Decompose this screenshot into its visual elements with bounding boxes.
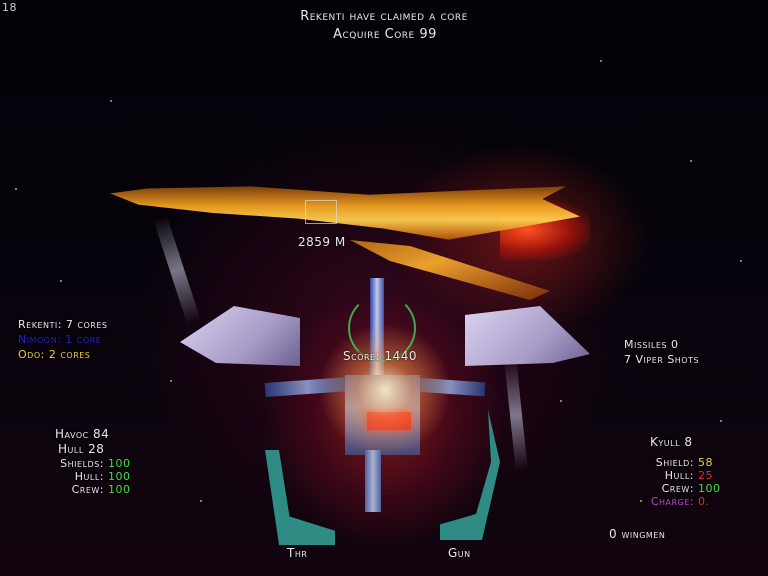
star (740, 260, 742, 262)
star (560, 400, 562, 402)
target-stat-hull: Hull:25 (664, 469, 713, 482)
message-line-1: Rekenti have claimed a core (300, 9, 468, 24)
player-hull-title: Hull 28 (58, 442, 105, 456)
star (200, 500, 202, 502)
targeting-ring-icon (348, 294, 416, 362)
player-ship-lower-mast (365, 450, 381, 512)
player-ship-fin-left (265, 450, 335, 545)
target-distance: 2859 M (298, 235, 346, 249)
fps-counter: 18 (2, 1, 17, 14)
wingmen-count: 0 wingmen (609, 527, 666, 541)
target-stat-shield: Shield:58 (655, 456, 713, 469)
star (15, 188, 17, 190)
star (640, 500, 642, 502)
stat-hull: Hull:100 (74, 470, 131, 483)
score: Score: 1440 (343, 349, 418, 363)
star (60, 280, 62, 282)
core-count-odo: Odo: 2 cores (18, 348, 91, 361)
missiles-count: Missiles 0 (624, 338, 679, 351)
stat-crew: Crew:100 (71, 483, 131, 496)
stat-shields: Shields:100 (60, 457, 131, 470)
target-reticle-icon (305, 200, 337, 224)
star (170, 380, 172, 382)
core-count-nimoon: Nimoon: 1 core (18, 333, 102, 346)
target-stat-charge: Charge:0. (650, 495, 710, 508)
light-beam (504, 359, 528, 471)
viper-shots-count: 7 Viper Shots (624, 353, 700, 366)
star (600, 60, 602, 62)
message-line-2: Acquire Core 99 (333, 27, 437, 42)
throttle-label: Thr (287, 546, 308, 560)
star (720, 420, 722, 422)
core-count-rekenti: Rekenti: 7 cores (18, 318, 108, 331)
player-stats: Shields:100 Hull:100 Crew:100 (40, 457, 140, 496)
player-ship-name: Havoc 84 (55, 427, 110, 441)
gun-label: Gun (448, 546, 471, 560)
player-ship-wing-right (465, 306, 590, 366)
star (690, 160, 692, 162)
target-stats: Shield:58 Hull:25 Crew:100 Charge:0. (628, 456, 730, 508)
star (110, 100, 112, 102)
target-stat-crew: Crew:100 (661, 482, 721, 495)
target-ship-name: Kyull 8 (650, 435, 693, 449)
light-beam (153, 215, 201, 325)
